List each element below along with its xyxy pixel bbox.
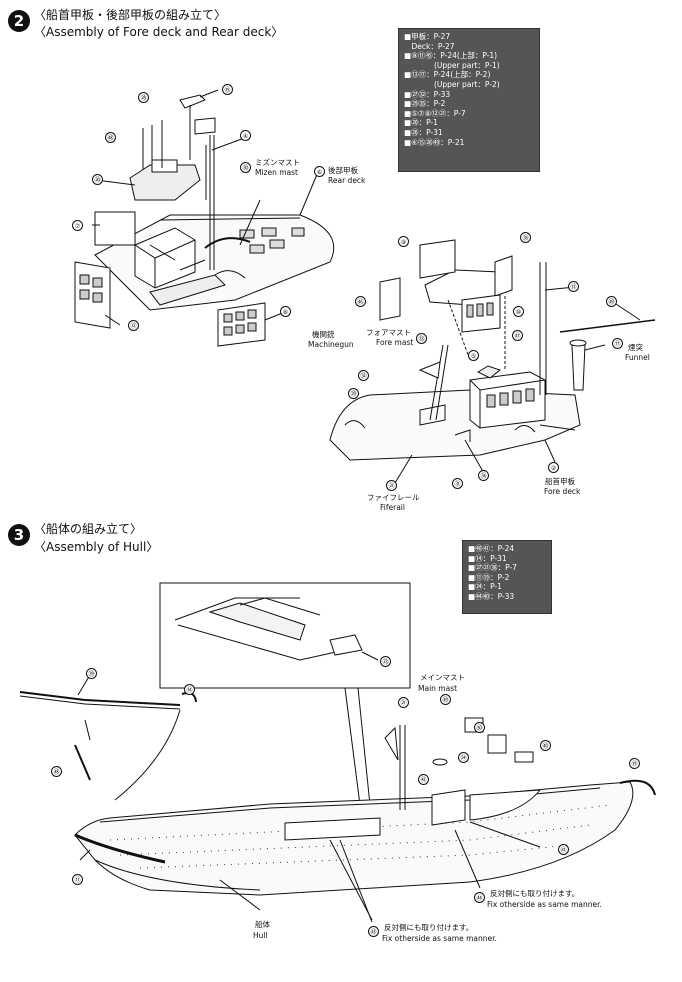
part-number: ㉛ xyxy=(452,478,463,489)
part-number: ㉘ xyxy=(138,92,149,103)
part-number: ㊷ xyxy=(418,774,429,785)
step-2-badge: 2 xyxy=(8,10,30,32)
part-number: ㉝ xyxy=(416,333,427,344)
part-number: ⑭ xyxy=(184,684,195,695)
machinegun-label-jp: 機関銃 xyxy=(312,330,335,339)
fix-note-2-en: Fix otherside as same manner. xyxy=(382,934,497,943)
fore-deck-label-en: Fore deck xyxy=(544,487,581,496)
fiferail-label-jp: ファイフレール xyxy=(367,493,420,502)
part-number: ② xyxy=(548,462,559,473)
part-number: ㊶ xyxy=(558,844,569,855)
part-number: ㉑ xyxy=(386,480,397,491)
part-number: ④ xyxy=(240,130,251,141)
part-number: ㉑ xyxy=(398,697,409,708)
fiferail-label-en: Fiferail xyxy=(380,503,405,512)
part-number: ㊽ xyxy=(105,132,116,143)
part-number: ㉓ xyxy=(380,656,391,667)
paint-line: (Upper part：P-1) xyxy=(404,60,500,70)
part-number: ㊽ xyxy=(51,766,62,777)
paint-line: ■⑤⑦⑧⑫㉑：P-7 xyxy=(404,108,466,118)
fix-note-1-jp: 反対側にも取り付けます。 xyxy=(490,889,580,898)
fore-deck-label-jp: 船首甲板 xyxy=(545,477,575,486)
rear-deck-label-jp: 後部甲板 xyxy=(328,166,358,175)
part-number: ⑮ xyxy=(222,84,233,95)
part-number: ㉜ xyxy=(358,370,369,381)
part-number: ㊹ xyxy=(474,892,485,903)
part-number: ㊼ xyxy=(512,330,523,341)
part-number: ⑦ xyxy=(72,220,83,231)
part-number: ㉙ xyxy=(348,388,359,399)
part-number: ㊵ xyxy=(540,740,551,751)
part-number: ⑫ xyxy=(128,320,139,331)
paint-line: ■㉔：P-1 xyxy=(468,582,502,592)
step-3-title-en: 〈Assembly of Hull〉 xyxy=(34,540,159,554)
fix-note-1-en: Fix otherside as same manner. xyxy=(487,900,602,909)
paint-line: ■⑪⑲：P-2 xyxy=(468,572,510,582)
paint-line: ■甲板：P-27 xyxy=(404,32,451,41)
mizen-mast-label-en: Mizen mast xyxy=(255,168,298,177)
part-number: ㉔ xyxy=(458,752,469,763)
part-number: ㊾ xyxy=(606,296,617,307)
paint-line: ■㉗㉑㊳：P-7 xyxy=(468,563,517,573)
fore-mast-label-en: Fore mast xyxy=(376,338,414,347)
part-number: ⑤ xyxy=(468,350,479,361)
step-2-paint-box: ■甲板：P-27 Deck：P-27 ■⑨⑪㊺：P-24(上部：P-1) (Up… xyxy=(398,28,540,172)
paint-line: ■⑭：P-31 xyxy=(468,553,507,563)
paint-line: ■④⑮㉘㊾：P-21 xyxy=(404,137,465,147)
part-number: ⑬ xyxy=(568,281,579,292)
part-number: ㊸ xyxy=(368,926,379,937)
hull-label-jp: 船体 xyxy=(255,920,270,929)
fix-note-2-jp: 反対側にも取り付けます。 xyxy=(384,923,474,932)
part-number: ㉟ xyxy=(520,232,531,243)
funnel-label-jp: 煙突 xyxy=(628,343,643,352)
hull-label-en: Hull xyxy=(253,931,268,940)
paint-line: ■㊹㊵：P-33 xyxy=(468,591,515,601)
fore-mast-label-jp: フォアマスト xyxy=(366,328,411,337)
part-number: ㊻ xyxy=(355,296,366,307)
part-number: ㊴ xyxy=(86,668,97,679)
paint-line: ■⑳：P-1 xyxy=(404,118,438,128)
paint-line: ■⑨⑪㊺：P-24(上部：P-1) xyxy=(404,51,498,61)
paint-line: (Upper part：P-2) xyxy=(404,79,500,89)
part-number: ⑥ xyxy=(314,166,325,177)
part-number: ㊾ xyxy=(440,694,451,705)
step-2-title-jp: 〈船首甲板・後部甲板の組み立て〉 xyxy=(34,8,227,22)
paint-line: Deck：P-27 xyxy=(404,41,455,51)
part-number: ㉚ xyxy=(240,162,251,173)
step-2-title-en: 〈Assembly of Fore deck and Rear deck〉 xyxy=(34,25,284,39)
paint-line: ■㉙㉟：P-2 xyxy=(404,99,446,109)
part-number: ⑲ xyxy=(629,758,640,769)
part-number: ⑰ xyxy=(612,338,623,349)
machinegun-label-en: Machinegun xyxy=(308,340,354,349)
part-number: ㊿ xyxy=(474,722,485,733)
funnel-label-en: Funnel xyxy=(625,353,650,362)
step-3-badge: 3 xyxy=(8,524,30,546)
paint-line: ■㊵㊶：P-24 xyxy=(468,544,515,553)
step-3-paint-box: ■㊵㊶：P-24 ■⑭：P-31 ■㉗㉑㊳：P-7 ■⑪⑲：P-2 ■㉔：P-1… xyxy=(462,540,552,614)
part-number: ⑩ xyxy=(513,306,524,317)
part-number: ⑧ xyxy=(280,306,291,317)
part-number: ⑪ xyxy=(72,874,83,885)
step-3-title-jp: 〈船体の組み立て〉 xyxy=(34,522,143,536)
paint-line: ■⑬⑰：P-24(上部：P-2) xyxy=(404,70,491,80)
part-number: ㉞ xyxy=(478,470,489,481)
part-number: ⑨ xyxy=(398,236,409,247)
main-mast-label-en: Main mast xyxy=(418,684,458,693)
paint-line: ■㉖：P-31 xyxy=(404,127,443,137)
rear-deck-label-en: Rear deck xyxy=(328,176,366,185)
main-mast-label-jp: メインマスト xyxy=(420,673,465,682)
part-number: ⑳ xyxy=(92,174,103,185)
mizen-mast-label-jp: ミズンマスト xyxy=(255,158,300,167)
step-2-diagram xyxy=(74,89,656,484)
paint-line: ■㉗㉜：P-33 xyxy=(404,89,451,99)
